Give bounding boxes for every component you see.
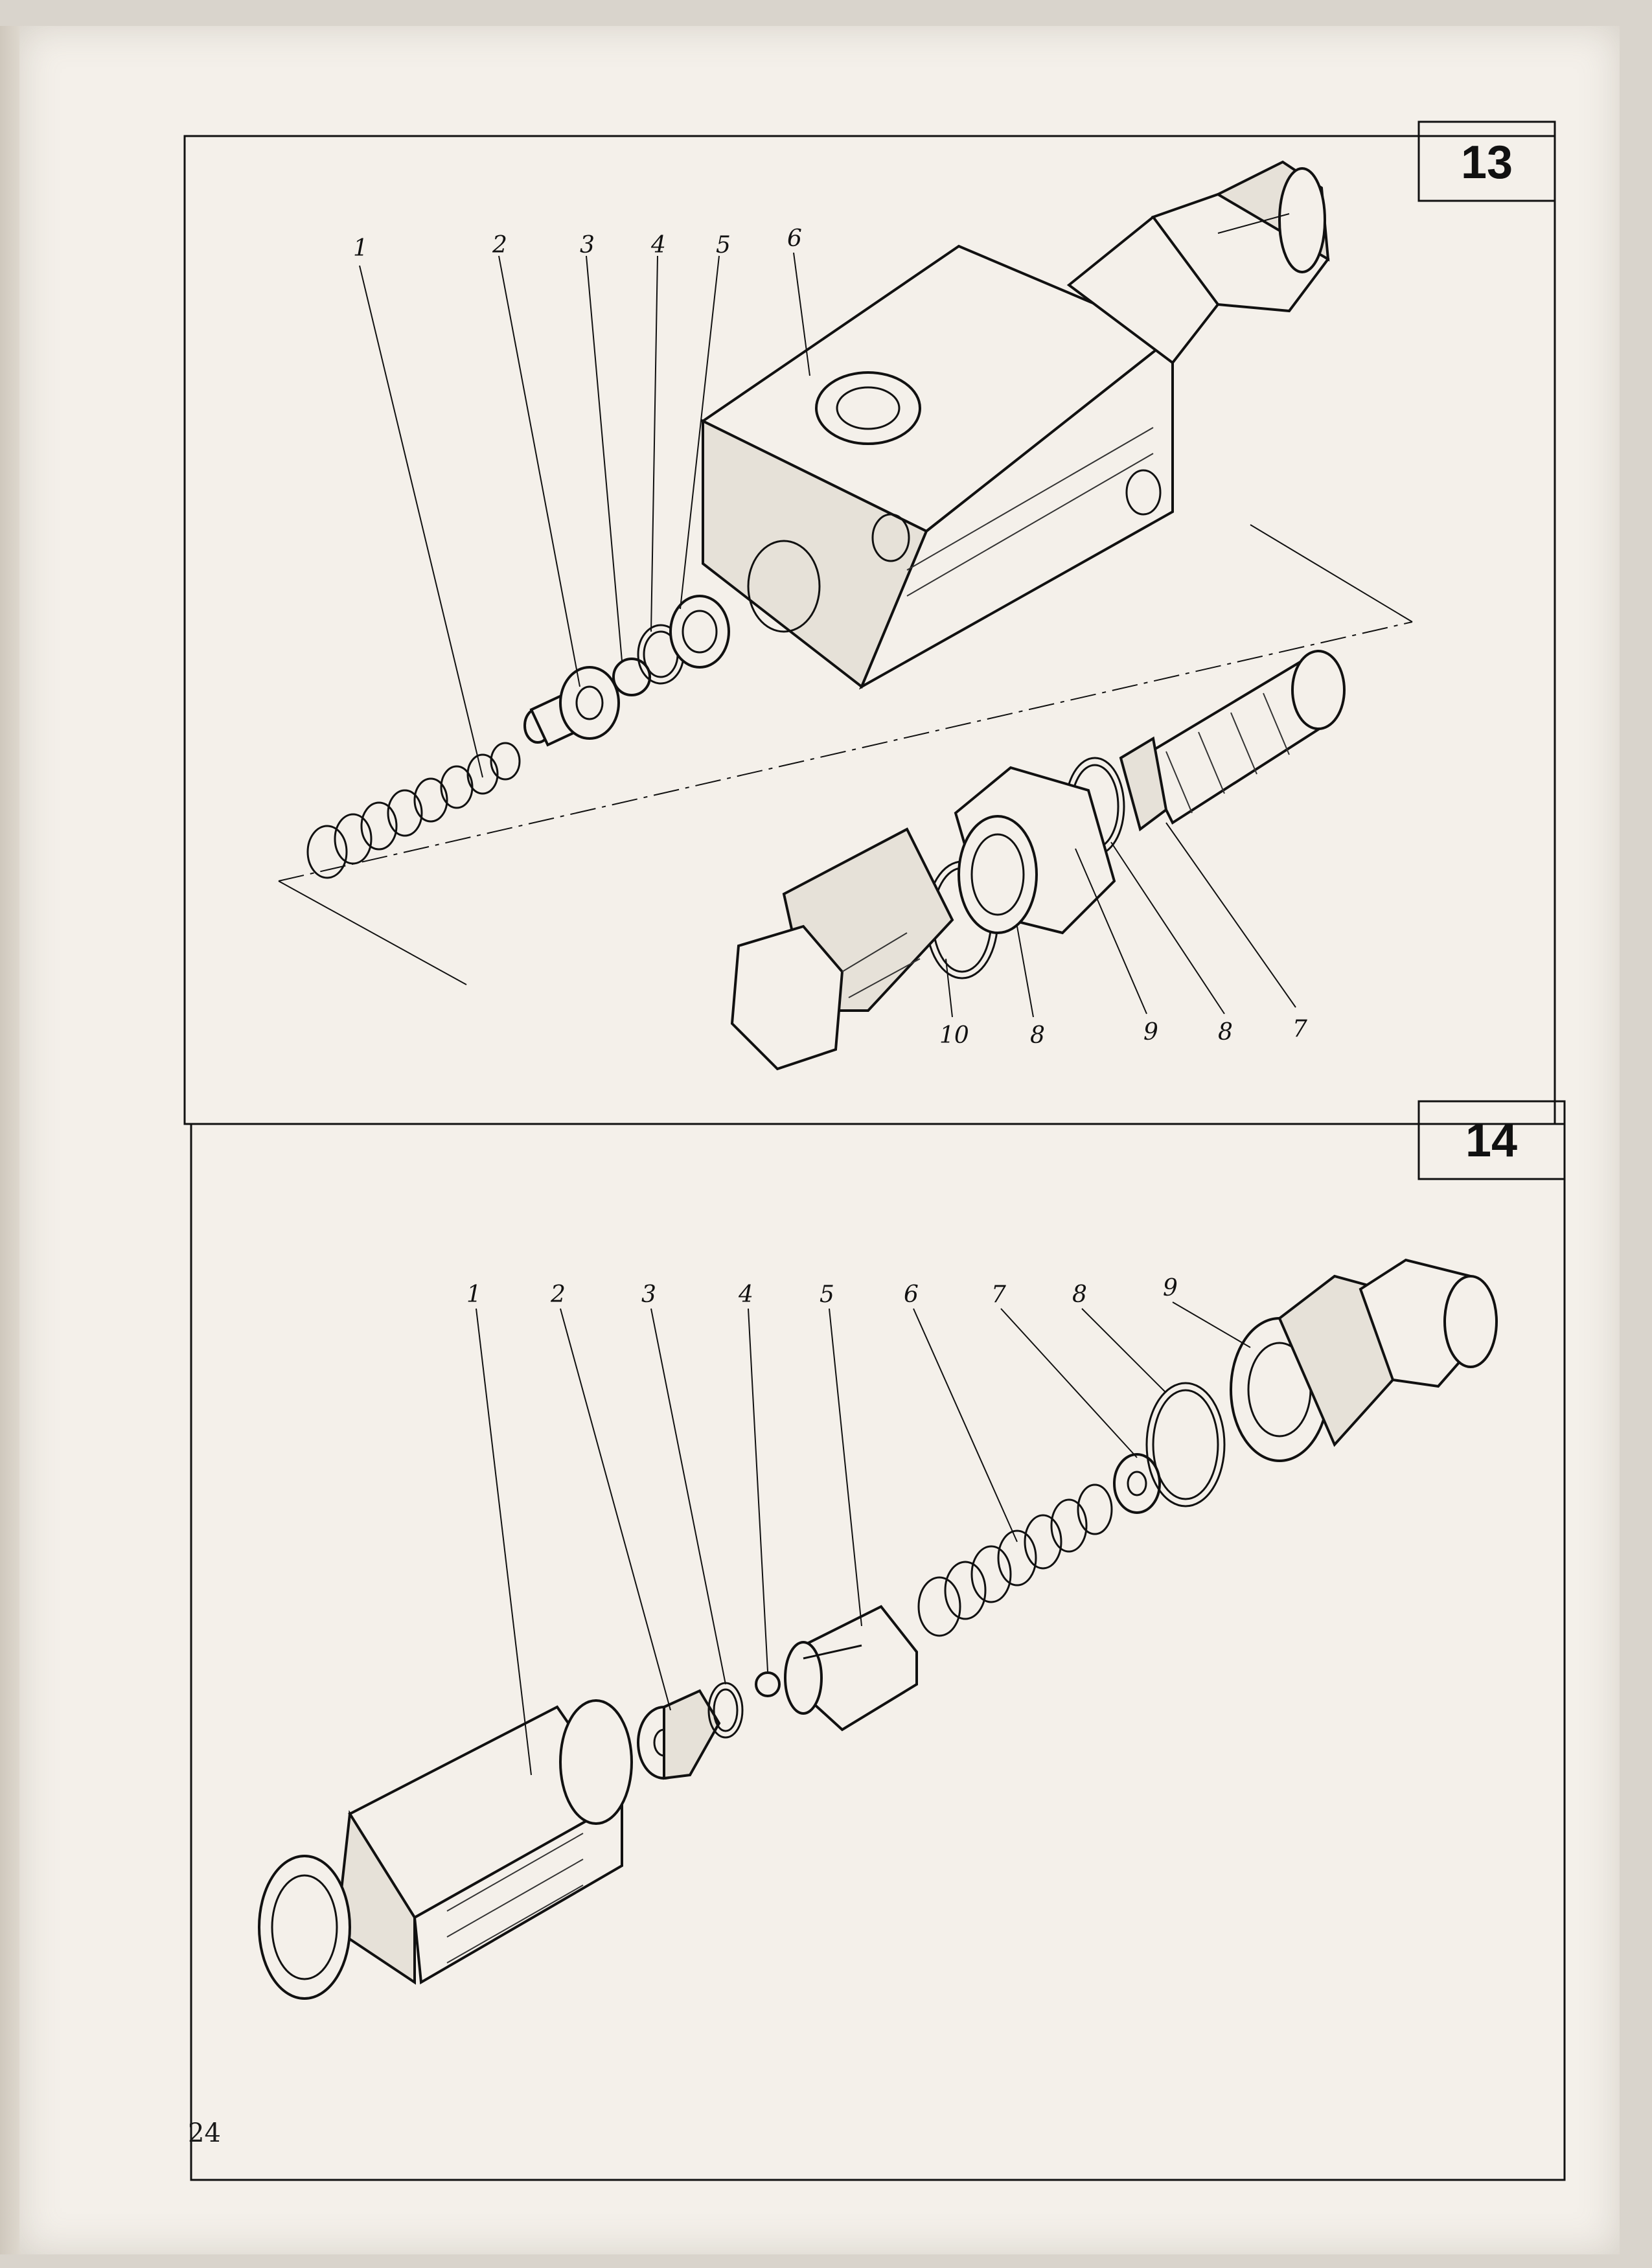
hex-bolt-10 bbox=[730, 827, 954, 1071]
plate-13-leaders bbox=[359, 252, 1296, 1018]
callout-13-8b: 8 bbox=[1218, 1019, 1233, 1046]
callout-13-3: 3 bbox=[580, 232, 595, 258]
plate-14-leaders bbox=[476, 1301, 1251, 1776]
plate-13-number: 13 bbox=[1461, 137, 1513, 189]
valve-body-6 bbox=[700, 244, 1175, 690]
guide-5 bbox=[784, 1605, 918, 1732]
callout-13-2: 2 bbox=[492, 232, 507, 258]
callout-13-8a: 8 bbox=[1030, 1022, 1045, 1049]
callout-13-1: 1 bbox=[353, 235, 368, 262]
callout-13-9: 9 bbox=[1143, 1019, 1158, 1046]
page-number: 24 bbox=[188, 2118, 221, 2148]
plate-14-number: 14 bbox=[1465, 1115, 1517, 1167]
callout-14-9: 9 bbox=[1163, 1275, 1178, 1301]
callout-13-7: 7 bbox=[1292, 1016, 1307, 1042]
ball-4 bbox=[755, 1671, 781, 1697]
callout-13-4: 4 bbox=[650, 232, 666, 258]
callout-13-5: 5 bbox=[716, 232, 731, 258]
callout-14-4: 4 bbox=[738, 1281, 753, 1308]
seat-rings-4-5 bbox=[637, 595, 730, 685]
fitting-7 bbox=[1119, 650, 1346, 832]
nut-9 bbox=[954, 766, 1116, 935]
plate-13-drawing: 1 2 3 4 5 6 7 8 9 8 10 bbox=[278, 160, 1413, 1071]
spring-6 bbox=[917, 1483, 1113, 1637]
plate-14-frame: 14 bbox=[190, 1100, 1566, 2181]
housing-1 bbox=[258, 1699, 633, 2000]
callout-14-5: 5 bbox=[820, 1281, 834, 1308]
callout-14-7: 7 bbox=[991, 1281, 1006, 1308]
callout-14-2: 2 bbox=[550, 1281, 566, 1308]
callout-13-10: 10 bbox=[939, 1022, 969, 1049]
callout-13-6: 6 bbox=[787, 225, 802, 252]
callout-14-8: 8 bbox=[1072, 1281, 1087, 1308]
ball-3 bbox=[612, 658, 651, 696]
callout-14-1: 1 bbox=[466, 1281, 481, 1308]
seat-2 bbox=[637, 1689, 721, 1780]
spring-1 bbox=[306, 742, 521, 879]
body-hex-fitting bbox=[1066, 160, 1330, 365]
callout-14-3: 3 bbox=[641, 1281, 656, 1308]
piston-2 bbox=[523, 666, 620, 747]
callout-14-6: 6 bbox=[904, 1281, 919, 1308]
plate-14-drawing: 1 2 3 4 5 6 7 8 9 bbox=[258, 1258, 1498, 2000]
washer-7 bbox=[1113, 1453, 1161, 1514]
fitting-9 bbox=[1230, 1258, 1498, 1462]
seal-ring-8 bbox=[1145, 1382, 1226, 1507]
